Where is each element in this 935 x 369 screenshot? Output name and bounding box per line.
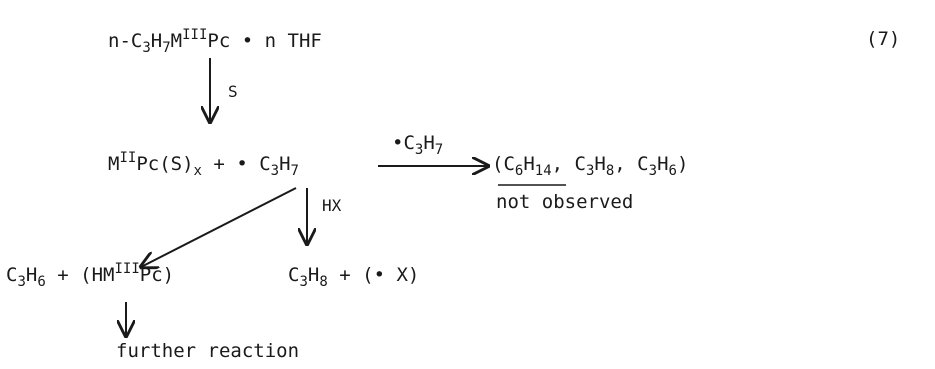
- step-label-s: S: [228, 82, 238, 101]
- hx-label: HX: [322, 196, 342, 215]
- arrow-diagonal-left: [141, 187, 297, 267]
- left-products: C3H6 + (HMIIIPc): [6, 261, 175, 290]
- bullet-dot: •: [241, 30, 254, 52]
- not-observed-note: not observed: [496, 191, 634, 213]
- equation-number: (7): [866, 28, 901, 50]
- further-reaction-label: further reaction: [116, 340, 300, 362]
- middle-products: C3H8 + (• X): [288, 264, 420, 290]
- radical-reagent: •C3H7: [392, 132, 444, 158]
- products-right: (C6H14, C3H8, C3H6): [492, 153, 689, 179]
- reactant-formula: n-C3H7MIIIPc • n THF: [108, 27, 322, 56]
- intermediate-formula: MIIPc(S)x + • C3H7: [108, 150, 299, 179]
